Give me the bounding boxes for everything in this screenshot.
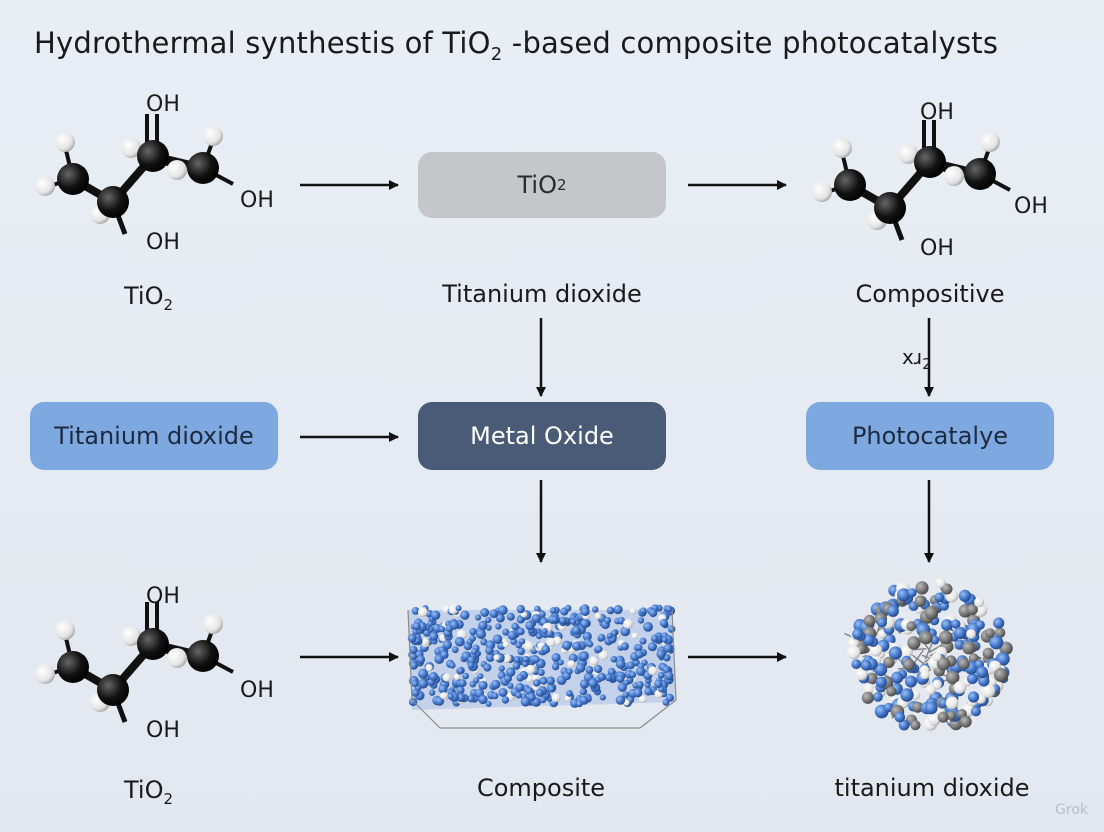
photocatalye-box: Photocatalye	[806, 402, 1054, 470]
metal-oxide-box: Metal Oxide	[418, 402, 666, 470]
compositive-label: Compositive	[855, 280, 1005, 308]
oh-label: OH	[920, 100, 954, 125]
molecule-top-right	[812, 120, 1010, 240]
oh-label: OH	[240, 188, 274, 213]
titanium-dioxide-box: Titanium dioxide	[30, 402, 278, 470]
oh-label: OH	[146, 92, 180, 117]
molecule-bottom-left	[35, 602, 233, 722]
titanium-dioxide-cluster-image	[844, 577, 1013, 731]
diagram-title: Hydrothermal synthestis of TiO2 -based c…	[34, 26, 999, 65]
oh-label: OH	[1014, 194, 1048, 219]
oh-label: OH	[146, 230, 180, 255]
tio2-label-bottom: TiO2	[124, 776, 174, 808]
oh-label: OH	[240, 678, 274, 703]
composite-label: Composite	[476, 774, 606, 802]
titanium-dioxide-bottom-label: titanium dioxide	[834, 774, 1030, 802]
tio2-label-top: TiO2	[124, 282, 174, 314]
oh-label: OH	[146, 718, 180, 743]
titanium-dioxide-label: Titanium dioxide	[442, 280, 642, 308]
arrow-note-label: xɹ2	[902, 345, 932, 373]
molecule-top-left	[35, 114, 233, 234]
oh-label: OH	[146, 584, 180, 609]
oh-label: OH	[920, 236, 954, 261]
watermark-logo: Grok	[1055, 802, 1088, 818]
composite-slab-image	[407, 603, 677, 729]
